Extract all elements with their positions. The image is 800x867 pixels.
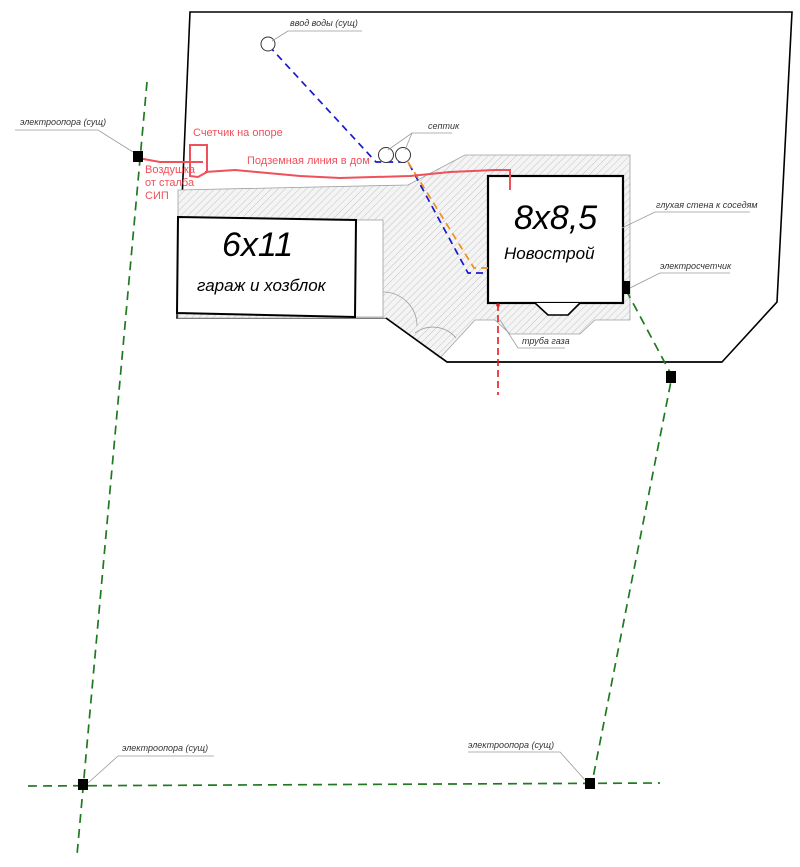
- house-size-label: 8x8,5: [514, 199, 598, 237]
- house-name-label: Новострой: [504, 244, 595, 263]
- septic-tank-2: [395, 147, 411, 163]
- meter-box-outline: [189, 144, 208, 179]
- water-inlet-marker: [260, 36, 276, 52]
- garage-building: [175, 215, 358, 319]
- blind-wall-label: глухая стена к соседям: [656, 200, 758, 210]
- underground-cable: [137, 157, 511, 190]
- sewer-line: [407, 161, 488, 269]
- pole-top-left-label: электроопора (сущ): [20, 117, 107, 127]
- house-bay: [534, 302, 581, 316]
- gate-swing-1: [382, 291, 418, 327]
- septic-label: септик: [428, 121, 460, 131]
- pole-right: [666, 371, 676, 383]
- garage-name-label: гараж и хозблок: [197, 276, 326, 295]
- overhead-line-note-2: от сталба: [145, 177, 195, 189]
- power-line-left-vertical: [76, 81, 148, 856]
- garage-apron: [354, 219, 384, 318]
- meter-on-pole-note: Счетчик на опоре: [193, 127, 283, 139]
- underground-line-note: Подземная линия в дом: [247, 155, 370, 167]
- electric-meter-label: электросчетчик: [660, 261, 732, 271]
- pole-bottom-left-label: электроопора (сущ): [122, 743, 209, 753]
- power-line-right: [591, 289, 673, 784]
- pole-bottom-left: [78, 779, 88, 790]
- house-building: [486, 174, 625, 305]
- overhead-line-note-1: Воздушка: [145, 164, 196, 176]
- electric-meter-box: [623, 281, 630, 294]
- pole-bottom-right: [585, 778, 595, 789]
- gate-swing-2: [414, 326, 457, 339]
- water-inlet-label: ввод воды (сущ): [290, 18, 358, 28]
- garage-size-label: 6x11: [222, 226, 294, 264]
- gas-pipe-label: труба газа: [522, 336, 570, 346]
- power-line-bottom: [27, 782, 661, 787]
- septic-tank-1: [378, 147, 394, 163]
- overhead-line-note-3: СИП: [145, 190, 169, 202]
- pole-top-left: [133, 151, 143, 162]
- pole-bottom-right-label: электроопора (сущ): [468, 740, 555, 750]
